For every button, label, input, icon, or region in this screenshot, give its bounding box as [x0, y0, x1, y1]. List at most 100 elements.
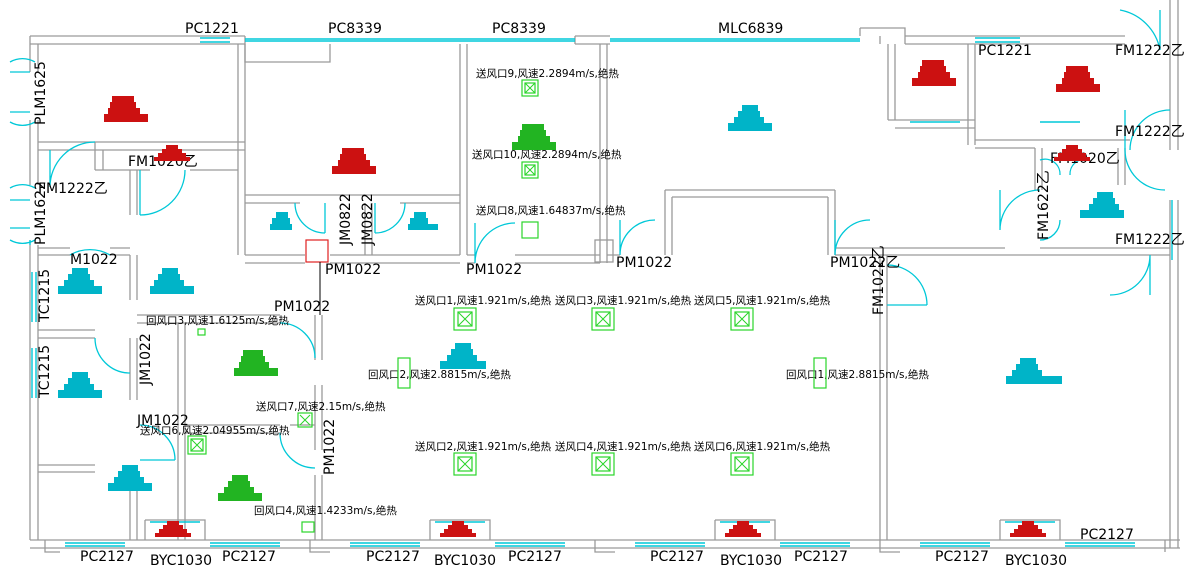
vent-label-s2: 送风口2,风速1.921m/s,绝热 [415, 440, 552, 453]
supply-vent-icon [521, 161, 539, 179]
label-tc1215-b: TC1215 [37, 345, 53, 399]
label-jm0822-b: JM0822 [360, 193, 376, 246]
label-pm1022-c: PM1022 [616, 255, 672, 271]
vent-label-s5: 送风口5,风速1.921m/s,绝热 [694, 294, 831, 307]
room-tag-icon [408, 212, 438, 230]
room-tag-icon [332, 148, 376, 174]
label-pc2127-7: PC2127 [935, 549, 989, 565]
supply-vent-icon [730, 452, 754, 476]
label-pm1022-b: PM1022 [466, 262, 522, 278]
windows [29, 37, 1173, 547]
radiator-icon [440, 521, 476, 537]
opening-labels: PC1221 PC8339 PC8339 MLC6839 PC1221 FM12… [33, 21, 1185, 567]
label-plm1625: PLM1625 [33, 61, 49, 125]
label-pc2127-1: PC2127 [80, 549, 134, 565]
radiator-icon [154, 145, 190, 161]
radiator-icon [1010, 521, 1046, 537]
red-marker-box [305, 239, 329, 263]
room-tag-icon [108, 465, 152, 491]
label-mlc6839: MLC6839 [718, 21, 783, 37]
label-byc1030-2: BYC1030 [434, 553, 496, 567]
room-tag-icon [440, 343, 486, 369]
label-jm0822-a: JM0822 [338, 193, 354, 246]
vent-label-r4: 回风口4,风速1.4233m/s,绝热 [254, 504, 397, 517]
label-pc2127-3: PC2127 [366, 549, 420, 565]
room-tag-icon [1006, 358, 1062, 384]
room-tag-icon [104, 96, 148, 122]
interior-walls [38, 44, 1170, 553]
vent-label-s6b: 送风口6,风速2.04955m/s,绝热 [140, 424, 290, 437]
label-pm1022-a: PM1022 [325, 262, 381, 278]
vent-label-r2: 回风口2,风速2.8815m/s,绝热 [368, 368, 511, 381]
vent-label-s7: 送风口7,风速2.15m/s,绝热 [256, 400, 386, 413]
label-pc2127-5: PC2127 [650, 549, 704, 565]
supply-vent-icon [591, 452, 615, 476]
label-fm1222-a: FM1222乙 [1115, 43, 1185, 59]
label-pc2127-8: PC2127 [1080, 527, 1134, 543]
label-fm1222-c: FM1222乙 [38, 181, 108, 197]
supply-vent-icon [187, 435, 207, 455]
room-tags [58, 60, 1124, 501]
label-fm1222-b: FM1222乙 [1115, 124, 1185, 140]
label-pc1221-b: PC1221 [978, 43, 1032, 59]
return-vent-icon [301, 521, 315, 533]
room-tag-icon [728, 105, 772, 131]
label-pc2127-6: PC2127 [794, 549, 848, 565]
vent-label-s1: 送风口1,风速1.921m/s,绝热 [415, 294, 552, 307]
label-pc8339-a: PC8339 [328, 21, 382, 37]
label-pm1022-e: PM1022 [274, 299, 330, 315]
radiator-icon [1054, 145, 1090, 161]
vent-label-s3: 送风口3,风速1.921m/s,绝热 [555, 294, 692, 307]
label-fm1022: FM1022乙 [871, 245, 887, 315]
label-pc8339-b: PC8339 [492, 21, 546, 37]
vent-label-s4: 送风口4,风速1.921m/s,绝热 [555, 440, 692, 453]
vent-symbols [187, 79, 827, 533]
vent-labels: 送风口9,风速2.2894m/s,绝热 送风口10,风速2.2894m/s,绝热… [140, 67, 929, 517]
radiator-icon [725, 521, 761, 537]
label-tc1215-a: TC1215 [37, 269, 53, 323]
label-jm1022-b: JM1022 [136, 413, 189, 429]
supply-vent-icon [521, 221, 539, 239]
label-fm1622: FM1622乙 [1036, 170, 1052, 240]
vent-label-r1: 回风口1,风速2.8815m/s,绝热 [786, 368, 929, 381]
vent-label-r3: 回风口3,风速1.6125m/s,绝热 [146, 314, 289, 327]
label-jm1022-a: JM1022 [138, 333, 154, 386]
supply-vent-icon [297, 412, 313, 428]
label-pc2127-2: PC2127 [222, 549, 276, 565]
room-tag-icon [58, 372, 102, 398]
label-pc2127-4: PC2127 [508, 549, 562, 565]
label-pm1022-f: PM1022 [322, 419, 338, 475]
label-pc1221-a: PC1221 [185, 21, 239, 37]
room-tag-icon [1056, 66, 1100, 92]
label-byc1030-4: BYC1030 [1005, 553, 1067, 567]
radiator-icon [155, 521, 191, 537]
room-tag-icon [218, 475, 262, 501]
doors [9, 9, 1171, 469]
supply-vent-icon [453, 452, 477, 476]
supply-vent-icon [453, 307, 477, 331]
supply-vent-icon [521, 79, 539, 97]
vent-label-s9: 送风口9,风速2.2894m/s,绝热 [476, 67, 619, 80]
return-vent-icon [397, 357, 411, 389]
label-fm1222-d: FM1222乙 [1115, 232, 1185, 248]
label-byc1030-1: BYC1030 [150, 553, 212, 567]
room-tag-icon [234, 350, 278, 376]
label-pm1022-d: PM1022乙 [830, 255, 900, 271]
vent-label-s6: 送风口6,风速1.921m/s,绝热 [694, 440, 831, 453]
radiators [154, 145, 1090, 537]
room-tag-icon [58, 268, 102, 294]
return-vent-icon [197, 328, 206, 336]
label-m1022: M1022 [70, 252, 118, 268]
supply-vent-icon [591, 307, 615, 331]
room-tag-icon [270, 212, 292, 230]
vent-label-s8: 送风口8,风速1.64837m/s,绝热 [476, 204, 626, 217]
label-plm1622: PLM1622 [33, 181, 49, 245]
return-vent-icon [813, 357, 827, 389]
room-tag-icon [150, 268, 194, 294]
label-byc1030-3: BYC1030 [720, 553, 782, 567]
outer-walls [29, 0, 1180, 549]
room-tag-icon [1080, 192, 1124, 218]
room-tag-icon [512, 124, 556, 150]
supply-vent-icon [730, 307, 754, 331]
